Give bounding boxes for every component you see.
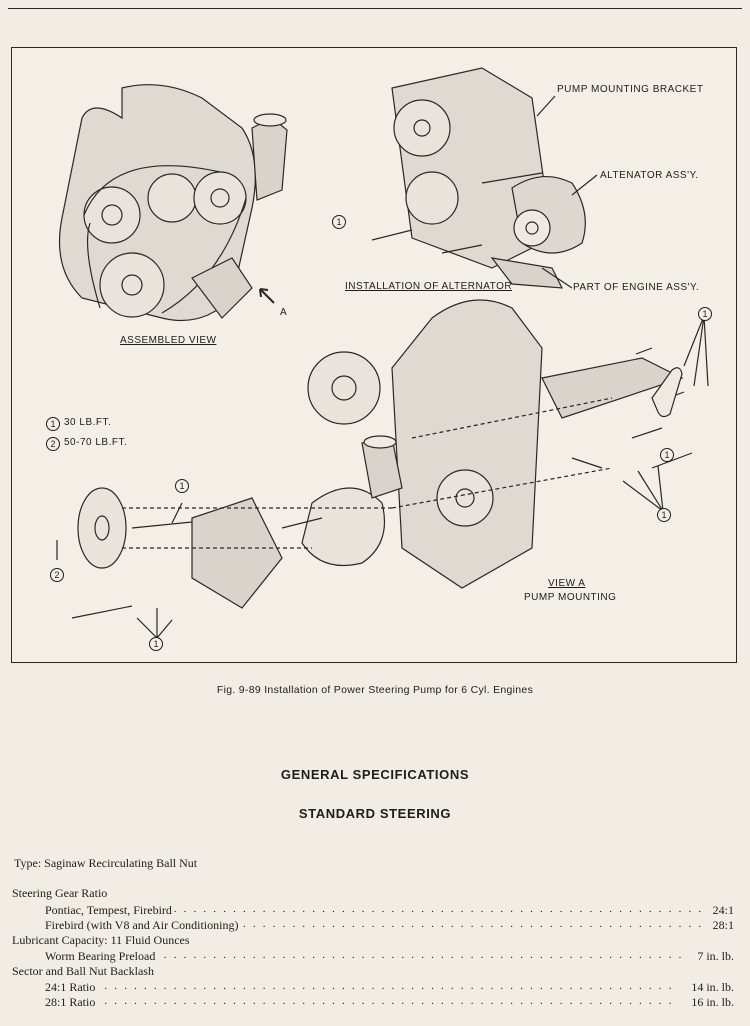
alternator-drawing bbox=[371, 67, 598, 289]
label-view-a: VIEW A bbox=[548, 578, 586, 589]
heading-standard-steering: STANDARD STEERING bbox=[298, 806, 452, 821]
callout-1-alternator: 1 bbox=[332, 215, 346, 229]
spec-value: 28:1 bbox=[708, 918, 734, 933]
figure-caption: Fig. 9-89 Installation of Power Steering… bbox=[216, 684, 534, 696]
spec-lubricant-capacity: Lubricant Capacity: 11 Fluid Ounces bbox=[12, 933, 190, 947]
spec-type: Type: Saginaw Recirculating Ball Nut bbox=[14, 856, 198, 870]
callout-2-pulley: 2 bbox=[50, 568, 64, 582]
label-alternator: ALTENATOR ASS'Y. bbox=[600, 170, 699, 181]
spec-value: 24:1 bbox=[708, 903, 734, 918]
spec-name: Firebird (with V8 and Air Conditioning) bbox=[45, 918, 241, 933]
callout-1-view-a-mid: 1 bbox=[660, 448, 674, 462]
legend-text-1: 30 LB.FT. bbox=[64, 417, 112, 428]
spec-row: . . . . . . . . . . . . . . . . . . . . … bbox=[45, 949, 734, 964]
spec-value: 16 in. lb. bbox=[687, 995, 734, 1010]
spec-value: 7 in. lb. bbox=[693, 949, 734, 964]
legend-callout-2: 2 bbox=[46, 437, 60, 451]
top-rule bbox=[8, 8, 742, 9]
callout-1-view-a-top: 1 bbox=[698, 307, 712, 321]
pump-drawing bbox=[56, 435, 403, 639]
heading-general-specifications: GENERAL SPECIFICATIONS bbox=[280, 767, 470, 782]
legend-text-2: 50-70 LB.FT. bbox=[64, 437, 128, 448]
callout-1-bolts: 1 bbox=[149, 637, 163, 651]
spec-name: Worm Bearing Preload bbox=[45, 949, 158, 964]
label-arrow-a: A bbox=[280, 307, 288, 318]
spec-row: . . . . . . . . . . . . . . . . . . . . … bbox=[45, 995, 734, 1010]
label-pump-bracket: PUMP MOUNTING BRACKET bbox=[557, 84, 704, 95]
figure-frame: PUMP MOUNTING BRACKET ALTENATOR ASS'Y. I… bbox=[11, 47, 737, 663]
spec-row: . . . . . . . . . . . . . . . . . . . . … bbox=[45, 918, 734, 933]
legend-callout-1: 1 bbox=[46, 417, 60, 431]
spec-value: 14 in. lb. bbox=[687, 980, 734, 995]
spec-row: . . . . . . . . . . . . . . . . . . . . … bbox=[45, 980, 734, 995]
label-pump-mounting: PUMP MOUNTING bbox=[524, 592, 617, 603]
engine-illustration bbox=[56, 67, 709, 639]
label-assembled-view: ASSEMBLED VIEW bbox=[120, 335, 217, 346]
callout-1-view-a-bottom: 1 bbox=[657, 508, 671, 522]
spec-steering-gear-ratio: Steering Gear Ratio bbox=[12, 886, 108, 900]
spec-name: 24:1 Ratio bbox=[45, 980, 98, 995]
callout-1-pump: 1 bbox=[175, 479, 189, 493]
assembled-view-drawing bbox=[58, 84, 288, 322]
label-installation-alternator: INSTALLATION OF ALTERNATOR bbox=[345, 281, 513, 292]
spec-name: Pontiac, Tempest, Firebird bbox=[45, 903, 174, 918]
label-part-engine: PART OF ENGINE ASS'Y. bbox=[573, 282, 700, 293]
spec-sector-ball-nut-backlash: Sector and Ball Nut Backlash bbox=[12, 964, 154, 978]
spec-row: . . . . . . . . . . . . . . . . . . . . … bbox=[45, 903, 734, 918]
view-a-drawing bbox=[307, 299, 709, 589]
spec-name: 28:1 Ratio bbox=[45, 995, 98, 1010]
